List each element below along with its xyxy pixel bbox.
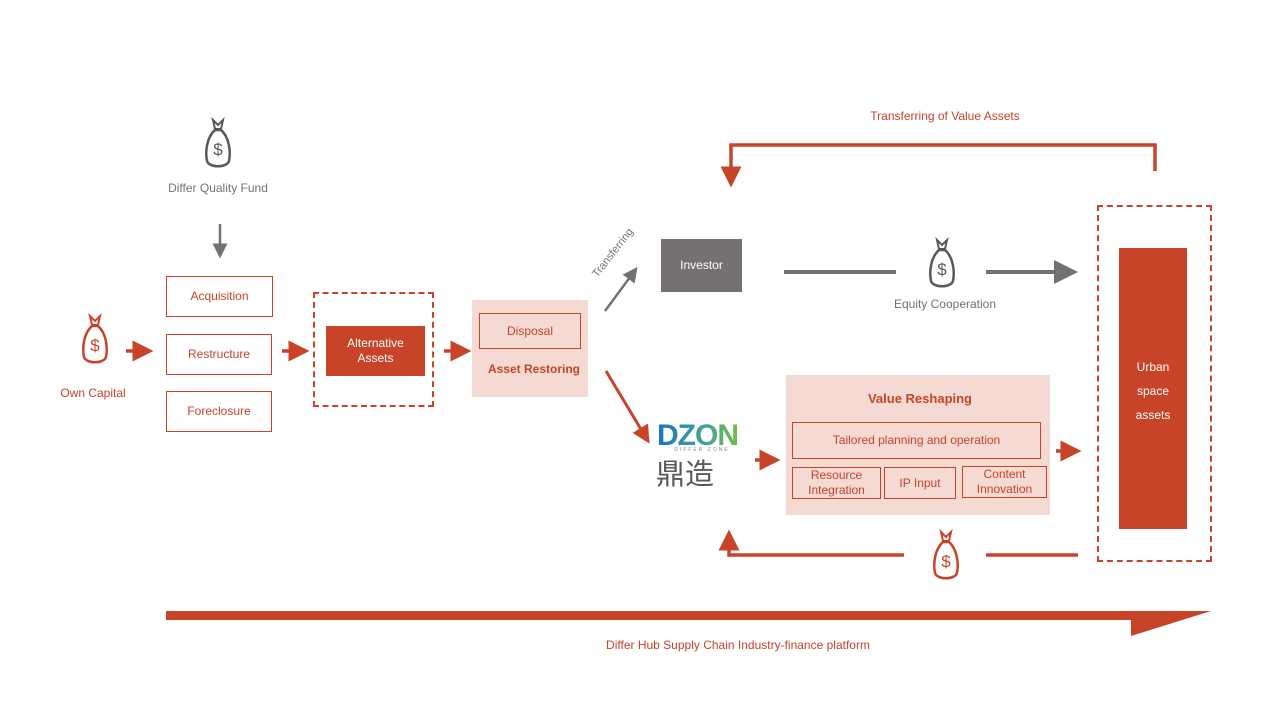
value-reshaping-panel [786, 375, 1050, 515]
money-bag-icon: $ [933, 529, 959, 580]
dzon-logo: DZON DIFFER ZONE 鼎造 [656, 418, 748, 492]
dzon-logo-subtext: DIFFER ZONE [674, 447, 729, 453]
loop-value-assets [720, 143, 1157, 188]
alternative-assets-frame [313, 292, 434, 407]
asset-restoring-label: Asset Restoring [487, 362, 581, 376]
dzon-logo-icon: DZON DIFFER ZONE 鼎造 [656, 419, 739, 491]
own-capital-label: Own Capital [60, 386, 126, 400]
resource-integration-box: Resource Integration [792, 467, 881, 499]
tailored-planning-box: Tailored planning and operation [792, 422, 1041, 459]
content-innovation-box: Content Innovation [962, 466, 1047, 498]
differ-quality-fund-label: Differ Quality Fund [168, 181, 268, 195]
alternative-assets-box: Alternative Assets [326, 326, 425, 376]
urban-space-assets-box: Urban space assets [1119, 248, 1187, 529]
transferring-value-assets-label: Transferring of Value Assets [870, 109, 1020, 123]
platform-label: Differ Hub Supply Chain Industry-finance… [606, 638, 870, 652]
foreclosure-box: Foreclosure [166, 391, 272, 432]
svg-text:$: $ [941, 552, 951, 571]
equity-cooperation-label: Equity Cooperation [893, 297, 997, 311]
dzon-logo-chinese: 鼎造 [656, 457, 714, 491]
money-bag-icon: $ [205, 117, 231, 168]
arrow-return [718, 529, 904, 557]
dzon-logo-mark: DZON [657, 419, 738, 452]
urban-space-frame [1097, 205, 1212, 562]
ip-input-box: IP Input [884, 467, 956, 499]
svg-text:$: $ [90, 336, 100, 355]
investor-box: Investor [661, 239, 742, 292]
restructure-box: Restructure [166, 334, 272, 375]
svg-text:$: $ [937, 260, 947, 279]
arrow-to-dzon [604, 370, 650, 444]
svg-text:$: $ [213, 140, 223, 159]
money-bag-icon: $ [82, 313, 108, 364]
acquisition-box: Acquisition [166, 276, 273, 317]
value-reshaping-label: Value Reshaping [867, 391, 973, 406]
money-bag-icon: $ [929, 237, 955, 288]
platform-arrow [166, 611, 1211, 636]
disposal-box: Disposal [479, 313, 581, 349]
arrow-transferring [603, 266, 638, 312]
